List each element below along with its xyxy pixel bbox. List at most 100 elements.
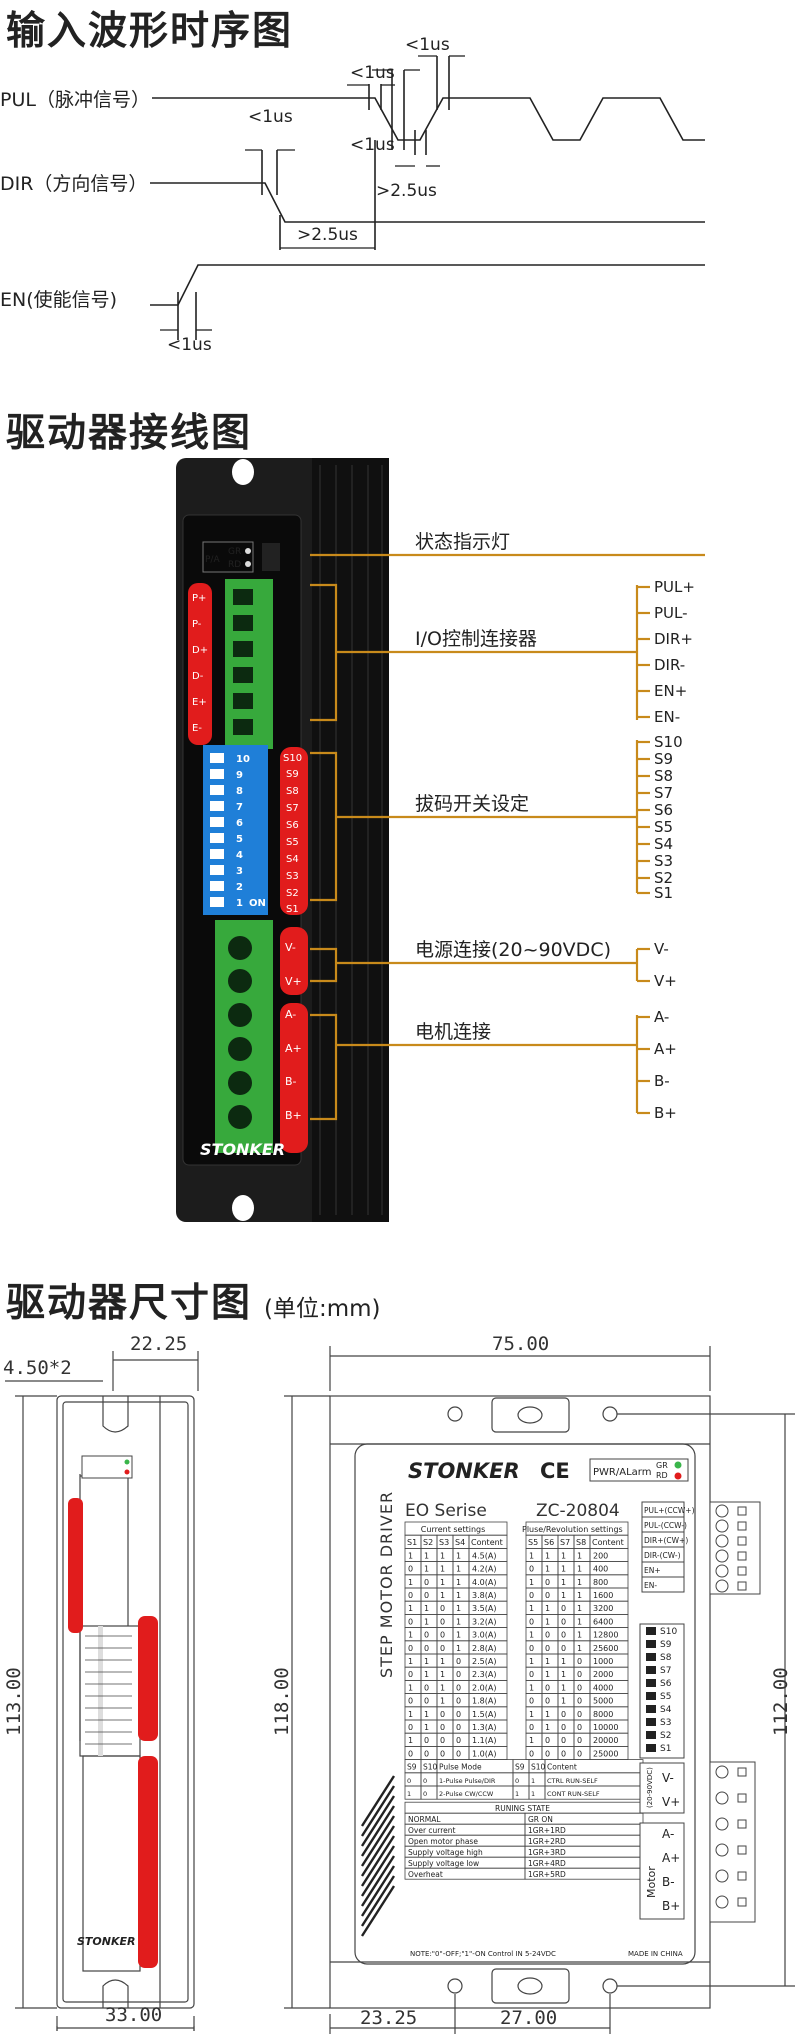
current-table-cell: 1 xyxy=(408,1631,413,1640)
signal-dir-label: DIR（方向信号） xyxy=(0,173,147,195)
current-table-cell: 0 xyxy=(456,1736,461,1745)
pulse-table-cell: 0 xyxy=(561,1736,566,1745)
pulse-table-cell: 0 xyxy=(545,1644,550,1653)
mode-table-cell: CTRL RUN-SELF xyxy=(547,1777,598,1785)
pulse-table-cell: 1 xyxy=(545,1723,550,1732)
current-table-cell: 1 xyxy=(408,1551,413,1560)
current-table-cell: 0 xyxy=(424,1644,429,1653)
plate-io-term: DIR-(CW-) xyxy=(644,1551,681,1560)
pulse-table-cell: 1 xyxy=(529,1578,534,1587)
callout-io-connector: I/O控制连接器 xyxy=(415,628,537,650)
power-pin-right-label: V+ xyxy=(654,972,677,990)
plate-io-term: DIR+(CW+) xyxy=(644,1536,688,1545)
io-left-label: E+ xyxy=(192,697,207,708)
current-table-cell: 0 xyxy=(424,1749,429,1758)
dip-number: 3 xyxy=(236,866,243,877)
dip-on-label: ON xyxy=(249,898,266,909)
pulse-table-cell: 6400 xyxy=(593,1617,613,1626)
current-table-cell: 1 xyxy=(440,1565,445,1574)
plate-dip-term: S4 xyxy=(660,1705,672,1715)
pulse-table-cell: 1 xyxy=(561,1578,566,1587)
io-left-label: P+ xyxy=(192,593,206,604)
plate-series: EO Serise xyxy=(405,1501,487,1521)
current-table-cell: 0 xyxy=(456,1657,461,1666)
pulse-table-cell: 0 xyxy=(545,1631,550,1640)
current-table-col: S2 xyxy=(423,1538,433,1547)
callout-power: 电源连接(20~90VDC) xyxy=(415,939,611,961)
motor-pin-label: B- xyxy=(285,1075,297,1088)
mode-table-col: Pulse Mode xyxy=(439,1763,482,1772)
pulse-table-cell: 1 xyxy=(577,1604,582,1613)
pulse-table-cell: 1 xyxy=(545,1565,550,1574)
current-table-cell: 3.2(A) xyxy=(472,1617,496,1626)
current-table-cell: 1 xyxy=(424,1565,429,1574)
plate-pwr-alarm: PWR/ALarm xyxy=(593,1467,651,1478)
pulse-table-cell: 3200 xyxy=(593,1604,613,1613)
current-table-cell: 1 xyxy=(408,1736,413,1745)
callout-motor: 电机连接 xyxy=(415,1021,491,1043)
timing-annotation: <1us xyxy=(405,35,450,55)
current-table-cell: 0 xyxy=(456,1749,461,1758)
pulse-table-cell: 0 xyxy=(545,1683,550,1692)
timing-annotation: <1us xyxy=(350,63,395,83)
pulse-table-cell: 0 xyxy=(577,1736,582,1745)
current-table-cell: 0 xyxy=(440,1749,445,1758)
dip-number: 1 xyxy=(236,898,243,909)
plate-made-in: MADE IN CHINA xyxy=(628,1950,683,1958)
io-left-label: D- xyxy=(192,671,204,682)
dip-pin-right-label: S8 xyxy=(654,767,673,785)
dim-right-height-left: 118.00 xyxy=(271,1667,293,1736)
current-table-cell: 2.0(A) xyxy=(472,1683,496,1692)
pulse-table-cell: 0 xyxy=(561,1644,566,1653)
signal-pul-label: PUL（脉冲信号） xyxy=(0,89,150,111)
plate-io-term: PUL+(CCW+) xyxy=(644,1506,695,1515)
timing-annotation: <1us xyxy=(167,335,212,355)
current-table-cell: 0 xyxy=(408,1670,413,1679)
running-cell: NORMAL xyxy=(408,1815,441,1824)
current-table-cell: 1 xyxy=(424,1551,429,1560)
pulse-table-cell: 0 xyxy=(529,1723,534,1732)
wiring-title: 驱动器接线图 xyxy=(6,411,253,456)
pulse-table-cell: 1 xyxy=(529,1631,534,1640)
timing-title: 输入波形时序图 xyxy=(6,9,294,54)
current-table-cell: 1 xyxy=(456,1591,461,1600)
dip-pin-right-label: S2 xyxy=(654,869,673,887)
pulse-table-cell: 1 xyxy=(529,1604,534,1613)
running-cell: 1GR+2RD xyxy=(528,1837,566,1846)
left-view-brand: STONKER xyxy=(77,1935,136,1948)
dip-pin-right-label: S5 xyxy=(654,818,673,836)
pulse-table-cell: 0 xyxy=(577,1723,582,1732)
plate-dip-term: S5 xyxy=(660,1692,671,1702)
dip-pin-right-label: S9 xyxy=(654,750,673,768)
current-table-cell: 0 xyxy=(408,1565,413,1574)
mode-table-cell: 1 xyxy=(407,1790,411,1798)
current-table-cell: 0 xyxy=(408,1644,413,1653)
current-table-cell: 1 xyxy=(440,1551,445,1560)
pulse-table-cell: 0 xyxy=(561,1710,566,1719)
pulse-table-cell: 0 xyxy=(561,1749,566,1758)
current-table-cell: 0 xyxy=(440,1617,445,1626)
current-table-cell: 0 xyxy=(408,1697,413,1706)
current-table-cell: 1.3(A) xyxy=(472,1723,496,1732)
power-pin-label: V- xyxy=(285,941,296,954)
pulse-table-cell: 0 xyxy=(545,1749,550,1758)
running-cell: Over current xyxy=(408,1826,456,1835)
plate-power-label: (20-90VDC) xyxy=(646,1767,654,1808)
pulse-table-cell: 1 xyxy=(561,1683,566,1692)
motor-pin-right-label: A+ xyxy=(654,1040,677,1058)
current-table-col: S1 xyxy=(407,1538,417,1547)
plate-note: NOTE:"0"-OFF;"1"-ON Control IN 5-24VDC xyxy=(410,1950,556,1958)
dimensions-title-text: 驱动器尺寸图 xyxy=(6,1281,253,1326)
dip-pin-right-label: S6 xyxy=(654,801,673,819)
motor-pin-label: A- xyxy=(285,1008,296,1021)
dim-left-hole: 4.50*2 xyxy=(3,1357,72,1379)
plate-dip-term: S2 xyxy=(660,1731,671,1741)
signal-en-label: EN(使能信号) xyxy=(0,289,117,311)
current-table-cell: 1 xyxy=(408,1604,413,1613)
callout-status-led: 状态指示灯 xyxy=(415,531,510,553)
mode-table-cell: 1 xyxy=(515,1790,519,1798)
pulse-table-cell: 1 xyxy=(561,1657,566,1666)
plate-vertical-title: STEP MOTOR DRIVER xyxy=(377,1491,396,1678)
dim-right-bottom-a: 23.25 xyxy=(360,2007,417,2029)
led-rd-label: RD xyxy=(228,560,241,570)
